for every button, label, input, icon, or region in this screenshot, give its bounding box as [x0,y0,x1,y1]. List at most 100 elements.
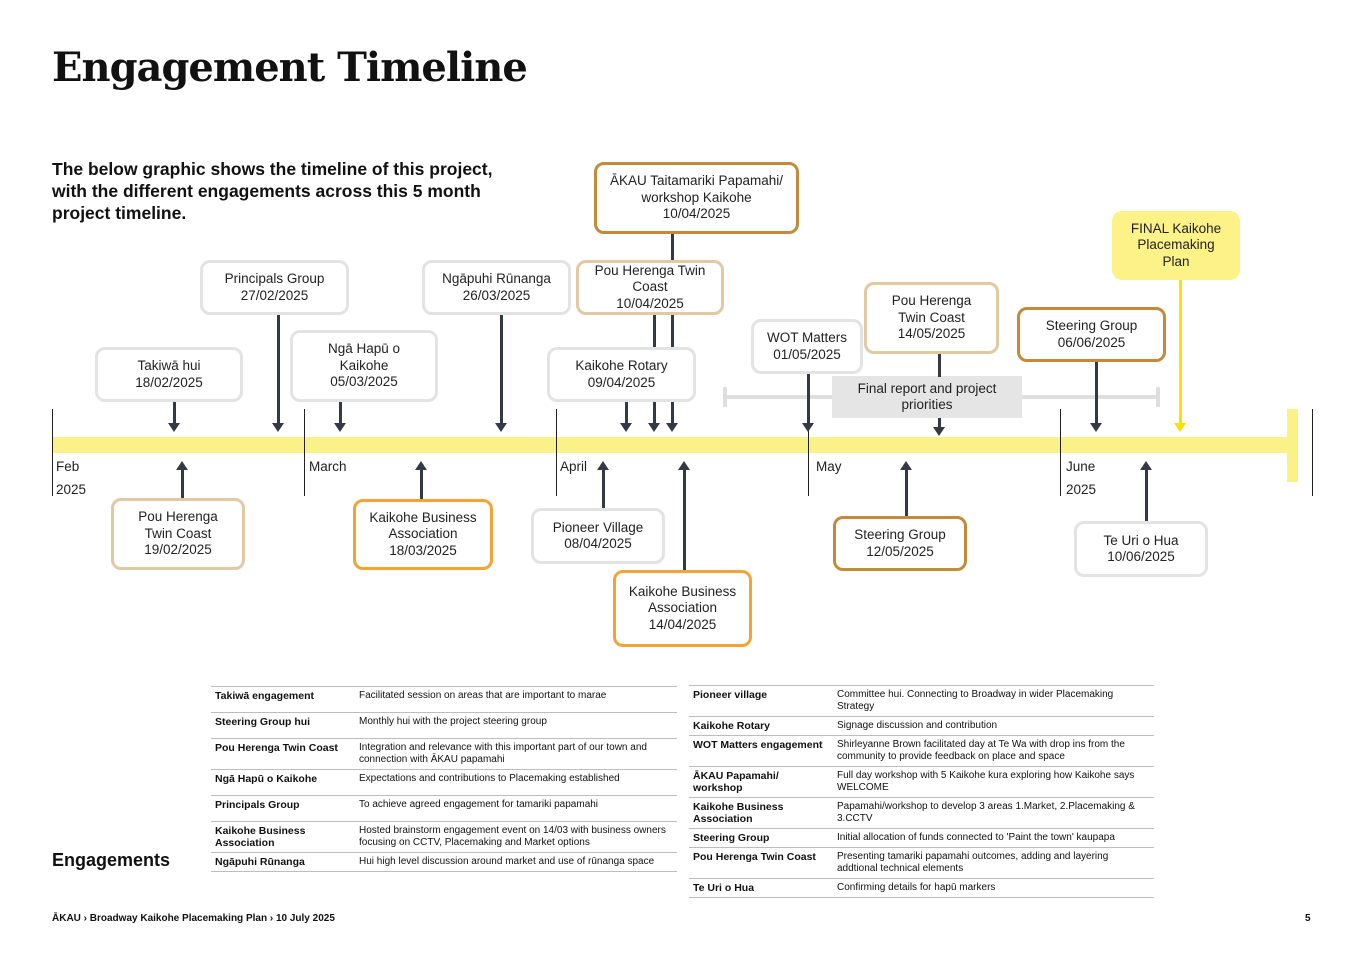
footer-breadcrumb: ĀKAU › Broadway Kaikohe Placemaking Plan… [52,913,335,924]
arrow-down-icon [933,427,945,436]
connector-line [1095,362,1098,425]
arrow-up-icon [415,461,427,470]
event-name: Steering Group [1045,318,1138,333]
engagements-heading: Engagements [52,850,171,870]
event-name: Te Uri o Hua [1103,532,1179,548]
event-date: 27/02/2025 [240,287,309,303]
event-final-plan: FINAL Kaikohe Placemaking Plan [1112,211,1240,280]
connector-line [625,401,628,425]
arrow-down-icon [334,423,346,432]
intro-text: The below graphic shows the timeline of … [52,159,493,223]
month-divider [1060,409,1061,496]
engagement-name: Steering Group [689,828,833,848]
connector-line [173,401,176,425]
timeline-bar [52,437,1292,453]
arrow-down-icon [1174,423,1186,432]
arrow-down-icon [666,423,678,432]
event-name: Pou Herenga Twin Coast [891,293,972,325]
month-label-june: June [1066,459,1096,474]
event-date: 01/05/2025 [773,346,841,362]
event-date: 12/05/2025 [866,543,934,559]
engagement-description: Papamahi/workshop to develop 3 areas 1.M… [833,797,1154,829]
engagement-description: Committee hui. Connecting to Broadway in… [833,685,1154,717]
event-name: Ngāpuhi Rūnanga [442,271,551,286]
month-divider [808,409,809,496]
connector-line [938,418,941,428]
arrow-down-icon [648,423,660,432]
event-date: 19/02/2025 [144,542,212,558]
connector-line [671,233,674,425]
engagement-description: Initial allocation of funds connected to… [833,828,1154,848]
timeline-end-cap [1287,409,1298,482]
final-report-label: Final report and project priorities [832,376,1022,418]
connector-line [938,353,941,377]
arrow-up-icon [176,461,188,470]
engagement-name: Te Uri o Hua [689,878,833,898]
engagement-description: Confirming details for hapū markers [833,878,1154,898]
arrow-up-icon [1140,461,1152,470]
event-date: 10/04/2025 [616,295,684,311]
year-label: 2025 [56,482,87,497]
engagement-description: Signage discussion and contribution [833,716,1154,736]
event-name: Pioneer Village [552,519,644,535]
event-date: 18/03/2025 [389,542,457,558]
event-name: Principals Group [224,271,325,286]
engagement-name: Pou Herenga Twin Coast [689,847,833,879]
engagement-name: Kaikohe Rotary [689,716,833,736]
arrow-down-icon [620,423,632,432]
month-label-feb: Feb [56,459,80,474]
event-date: 09/04/2025 [587,374,656,390]
event-name: Pou Herenga Twin Coast [138,509,218,541]
engagement-name: Kaikohe Business Association [689,797,833,829]
page-title: Engagement Timeline [52,44,528,91]
engagement-name: Takiwā engagement [211,686,355,713]
engagement-description: Presenting tamariki papamahi outcomes, a… [833,847,1154,879]
arrow-up-icon [678,461,690,470]
engagement-name: Pioneer village [689,685,833,717]
engagement-name: Pou Herenga Twin Coast [211,738,355,770]
connector-line [500,314,503,425]
engagement-description: Integration and relevance with this impo… [355,738,677,770]
event-name: ĀKAU Taitamariki Papamahi/ workshop Kaik… [609,173,784,205]
final-report-bracket-start [723,387,727,407]
connector-line [277,314,280,425]
event-date: 10/06/2025 [1107,549,1175,564]
engagement-name: Principals Group [211,795,355,822]
engagement-description: Monthly hui with the project steering gr… [355,712,677,739]
engagement-name: ĀKAU Papamahi/ workshop [689,766,833,798]
event-date: 10/04/2025 [662,206,731,222]
engagement-name: Kaikohe Business Association [211,821,355,853]
event-name: WOT Matters [766,330,847,345]
arrow-up-icon [900,461,912,470]
arrow-down-icon [1090,423,1102,432]
connector-line [420,469,423,499]
event-date: 14/04/2025 [648,616,717,632]
event-date: 06/06/2025 [1057,334,1126,350]
final-report-bracket-end [1156,387,1160,407]
connector-line [807,373,810,425]
engagement-name: Steering Group hui [211,712,355,739]
connector-line [181,469,184,499]
engagement-name: Ngāpuhi Rūnanga [211,852,355,872]
connector-line [683,469,686,572]
